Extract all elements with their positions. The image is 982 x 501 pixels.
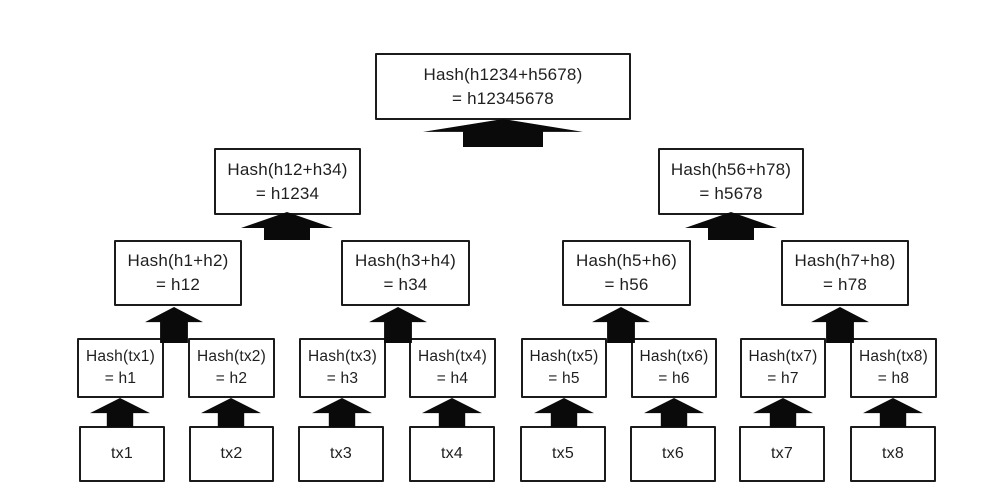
node-root-hash: Hash(h1234+h5678) = h12345678 xyxy=(375,53,631,120)
tx-label: tx7 xyxy=(771,445,793,462)
node-hash-tx8: Hash(tx8) = h8 xyxy=(850,338,937,398)
node-result: = h3 xyxy=(326,370,359,387)
node-tx2: tx2 xyxy=(189,426,274,482)
node-result: = h78 xyxy=(822,275,867,294)
node-tx5: tx5 xyxy=(520,426,606,482)
up-arrow-icon xyxy=(312,398,372,427)
tx-label: tx2 xyxy=(220,445,243,462)
node-result: = h5 xyxy=(548,370,580,387)
node-result: = h12345678 xyxy=(452,88,554,108)
node-result: = h6 xyxy=(658,370,690,387)
node-result: = h56 xyxy=(604,275,649,294)
node-result: = h34 xyxy=(383,275,428,294)
node-label: Hash(tx6) xyxy=(639,348,709,365)
node-result: = h1 xyxy=(104,370,137,387)
node-hash-h5678: Hash(h56+h78) = h5678 xyxy=(658,148,804,215)
node-tx1: tx1 xyxy=(79,426,165,482)
node-label: Hash(h3+h4) xyxy=(355,251,456,270)
node-result: = h1234 xyxy=(255,183,320,203)
node-label: Hash(h12+h34) xyxy=(227,159,348,179)
tx-label: tx3 xyxy=(330,445,352,462)
tx-label: tx8 xyxy=(882,445,904,462)
up-arrow-icon xyxy=(90,398,150,427)
node-label: Hash(tx8) xyxy=(859,348,928,365)
tx-label: tx5 xyxy=(552,445,574,462)
node-label: Hash(h7+h8) xyxy=(794,251,896,270)
node-hash-h34: Hash(h3+h4) = h34 xyxy=(341,240,470,306)
node-hash-tx1: Hash(tx1) = h1 xyxy=(77,338,164,398)
up-arrow-icon xyxy=(863,398,923,427)
node-hash-tx7: Hash(tx7) = h7 xyxy=(740,338,826,398)
up-arrow-icon xyxy=(753,398,813,427)
up-arrow-icon xyxy=(644,398,704,427)
node-hash-tx2: Hash(tx2) = h2 xyxy=(188,338,275,398)
node-tx6: tx6 xyxy=(630,426,716,482)
node-label: Hash(h1+h2) xyxy=(127,251,229,270)
node-label: Hash(tx4) xyxy=(418,348,487,365)
up-arrow-icon xyxy=(201,398,261,427)
node-hash-tx3: Hash(tx3) = h3 xyxy=(299,338,386,398)
node-hash-h56: Hash(h5+h6) = h56 xyxy=(562,240,691,306)
node-label: Hash(tx3) xyxy=(308,348,377,365)
node-tx7: tx7 xyxy=(739,426,825,482)
node-hash-tx5: Hash(tx5) = h5 xyxy=(521,338,607,398)
node-tx4: tx4 xyxy=(409,426,495,482)
up-arrow-icon xyxy=(423,119,583,147)
node-label: Hash(tx5) xyxy=(529,348,599,365)
tx-label: tx6 xyxy=(662,445,684,462)
up-arrow-icon xyxy=(241,212,333,240)
node-result: = h5678 xyxy=(699,183,763,203)
node-result: = h2 xyxy=(215,370,248,387)
up-arrow-icon xyxy=(685,212,777,240)
node-hash-h78: Hash(h7+h8) = h78 xyxy=(781,240,909,306)
node-label: Hash(tx2) xyxy=(197,348,266,365)
tx-label: tx4 xyxy=(441,445,463,462)
node-result: = h4 xyxy=(436,370,469,387)
node-label: Hash(h1234+h5678) xyxy=(423,64,583,84)
node-tx8: tx8 xyxy=(850,426,936,482)
node-hash-tx4: Hash(tx4) = h4 xyxy=(409,338,496,398)
tx-label: tx1 xyxy=(111,445,133,462)
node-hash-h12: Hash(h1+h2) = h12 xyxy=(114,240,242,306)
node-tx3: tx3 xyxy=(298,426,384,482)
node-label: Hash(h56+h78) xyxy=(670,159,792,179)
node-label: Hash(h5+h6) xyxy=(576,251,677,270)
node-hash-tx6: Hash(tx6) = h6 xyxy=(631,338,717,398)
node-result: = h7 xyxy=(767,370,799,387)
node-label: Hash(tx1) xyxy=(86,348,155,365)
up-arrow-icon xyxy=(422,398,482,427)
node-hash-h1234: Hash(h12+h34) = h1234 xyxy=(214,148,361,215)
node-result: = h12 xyxy=(155,275,200,294)
up-arrow-icon xyxy=(534,398,594,427)
node-result: = h8 xyxy=(877,370,910,387)
node-label: Hash(tx7) xyxy=(748,348,818,365)
